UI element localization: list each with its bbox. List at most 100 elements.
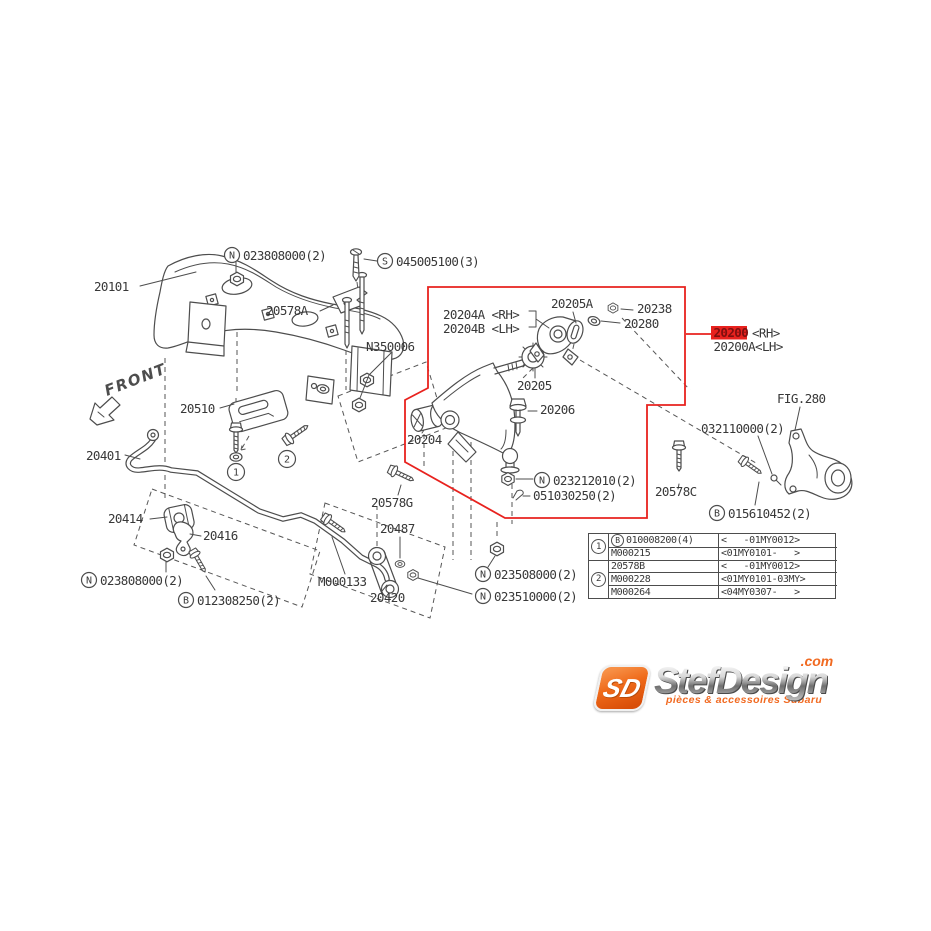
table-group-2-cell: 2 [589,559,608,598]
prefix-circle-n-center1: N [480,570,486,581]
label-20205: 20205 [517,378,552,393]
prefix-circle-n-center2: N [480,592,486,603]
clip-032110000-drawing [770,474,782,486]
table-part-number: 010008200(4) [626,534,694,546]
label-20578A: 20578A [266,303,309,318]
stefdesign-logo: SD StefDesign .com pièces & accessoires … [592,653,867,722]
prefix-circle-n-top: N [229,251,235,262]
label-fig280: FIG.280 [777,391,826,406]
clamp-20416-drawing [172,521,194,557]
label-20510: 20510 [180,401,215,416]
label-012308250: 012308250(2) [197,593,280,608]
label-20204A-rh: 20204A <RH> [443,307,519,322]
callout-2-number: 2 [284,455,290,466]
prefix-circle-b-bottom-left: B [183,596,189,607]
table-callout-1: 1 [591,539,606,555]
nut-20238-drawing [607,302,619,314]
label-20101: 20101 [94,279,129,294]
table-model-range: < -01MY0012> [721,534,800,546]
label-20200-rh-suffix: <RH> [752,326,780,341]
bolt-20578C-drawing [671,440,687,472]
table-range-cell: <04MY0307- > [718,585,837,598]
bolt-20206-drawing [509,398,527,437]
table-range-cell: <01MY0101-03MY> [718,572,837,586]
label-20401: 20401 [86,448,121,463]
table-part-number: 20578B [611,560,645,572]
bolt-callout-1: 1 [226,422,246,482]
label-051030250: 051030250(2) [533,488,616,503]
logo-sd-badge-icon: SD [592,665,652,711]
label-20200A-lh: 20200A<LH> [714,339,783,354]
prefix-circle-n-arm: N [539,476,545,487]
table-part-number: M000264 [611,586,651,598]
table-part-cell: M000228 [608,572,718,586]
castle-nut-and-cotter-pin [501,471,524,501]
logo-monogram: SD [599,672,645,703]
label-20204B-lh: 20204B <LH> [443,321,519,336]
label-023510000: 023510000(2) [494,589,577,604]
bracket-20578A-drawing [332,271,368,349]
center-nut-023508000 [489,541,505,557]
label-M000133: M000133 [318,574,367,589]
skid-plate-20510-drawing [228,389,289,433]
prefix-circle-n-bottom-left: N [86,576,92,587]
table-group-1-cell: 1 [589,534,608,560]
control-arm-drawing [431,359,527,474]
prefix-circle-b-table: B [611,534,624,547]
label-023808000-bottom: 023808000(2) [100,573,183,588]
front-label: FRONT [102,360,169,400]
label-20204: 20204 [407,432,442,447]
table-part-number: M000215 [611,548,651,560]
washer-20280-drawing [586,314,602,328]
screw-045005100-drawing [349,248,363,282]
callout-1-number: 1 [233,468,239,479]
prefix-circle-b-knuckle: B [714,509,720,520]
label-20414: 20414 [108,511,143,526]
table-part-cell: 20578B [608,559,718,573]
table-part-cell: M000215 [608,546,718,560]
label-20200-highlighted: 20200 [714,325,749,340]
label-20578G: 20578G [371,495,413,510]
highlight-outline [404,286,711,519]
applicability-table: 1 2 B 010008200(4) M000215 20578B M00022… [588,533,837,599]
label-045005100: 045005100(3) [396,254,479,269]
bolt-callout-2: 2 [277,420,312,469]
label-023808000-top: 023808000(2) [243,248,326,263]
label-20280: 20280 [624,316,659,331]
table-model-range: <01MY0101-03MY> [721,573,806,585]
table-model-range: <01MY0101- > [721,548,800,560]
label-023212010: 023212010(2) [553,473,636,488]
stabilizer-link-drawing [318,510,419,599]
table-range-cell: < -01MY0012> [718,534,837,547]
label-20205A: 20205A [551,296,594,311]
front-direction-arrow: FRONT [89,360,169,426]
table-model-range: < -01MY0012> [721,560,800,572]
table-part-cell: B 010008200(4) [608,534,718,547]
logo-dot-com: .com [800,653,834,669]
table-part-number: M000228 [611,573,651,585]
label-032110000: 032110000(2) [701,421,784,436]
top-nut-023808000 [229,271,245,287]
table-callout-2: 2 [591,571,606,587]
table-range-cell: < -01MY0012> [718,559,837,573]
bolt-20578G-drawing [386,462,417,487]
label-015610452: 015610452(2) [728,506,811,521]
highlight-rect [711,326,747,340]
label-20206: 20206 [540,402,575,417]
label-023508000: 023508000(2) [494,567,577,582]
label-20416: 20416 [203,528,238,543]
label-20487: 20487 [380,521,415,536]
logo-wordmark-block: StefDesign .com pièces & accessoires Sub… [654,653,833,706]
plate-20205A-drawing [566,320,584,344]
prefix-circle-s: S [382,257,388,268]
bolt-015610452-drawing [736,453,765,479]
label-20420: 20420 [370,590,405,605]
knuckle-fig280-drawing [784,428,853,500]
label-N350006: N350006 [366,339,415,354]
logo-wordmark: StefDesign [654,660,829,701]
table-model-range: <04MY0307- > [721,586,800,598]
table-range-cell: <01MY0101- > [718,546,837,560]
label-20238: 20238 [637,301,672,316]
